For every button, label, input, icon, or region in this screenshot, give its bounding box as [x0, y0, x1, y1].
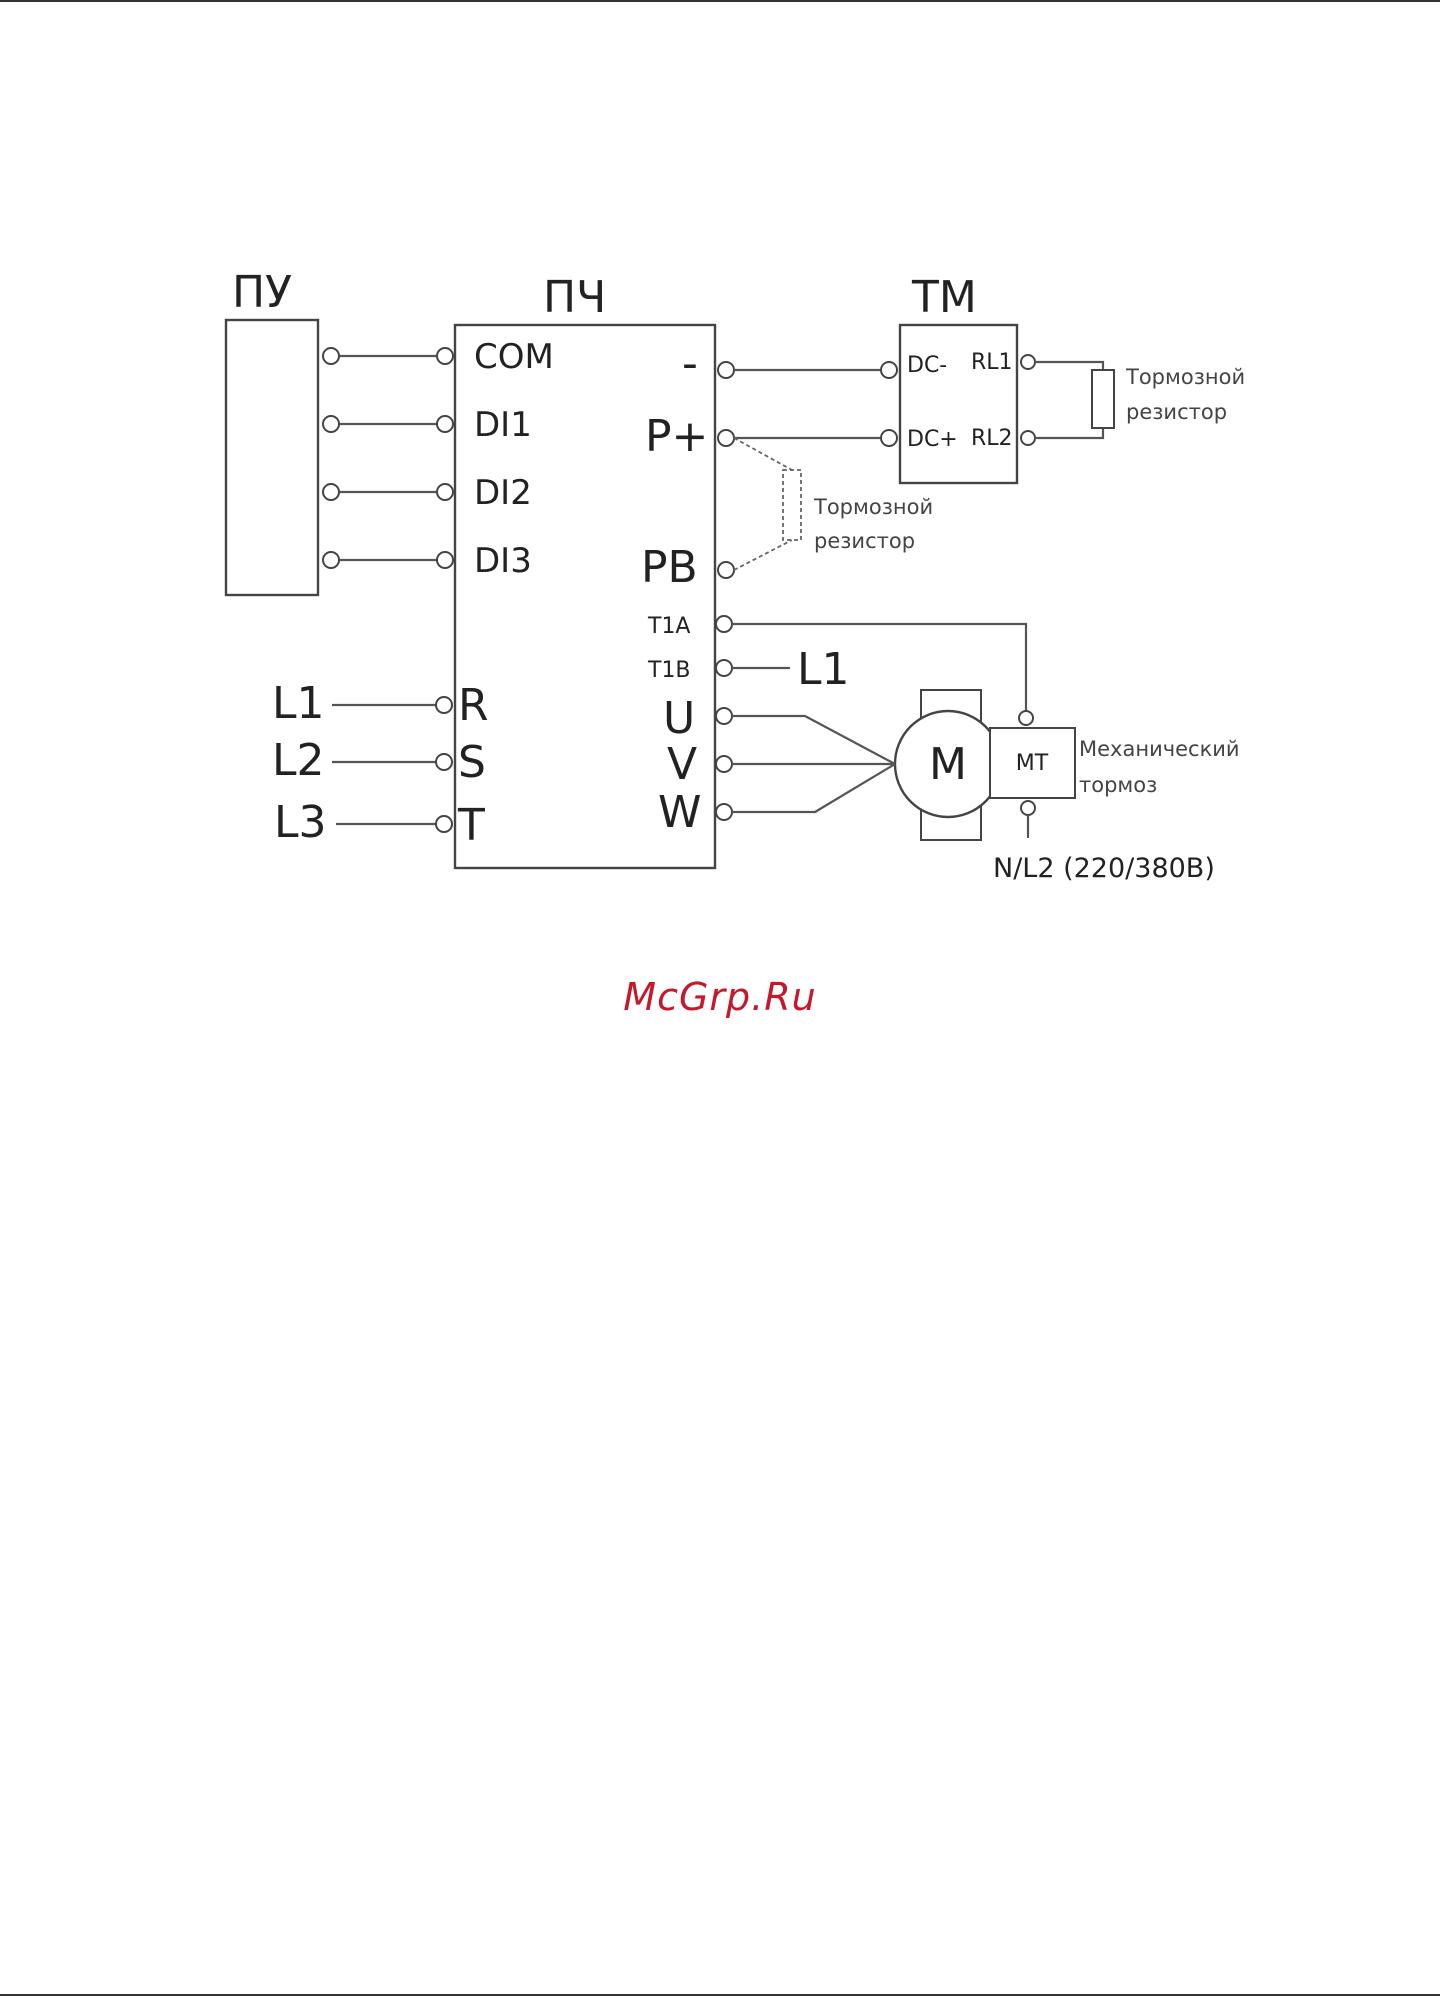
pin-t1a: T1A — [647, 614, 691, 639]
mt-terminal-bottom — [1021, 801, 1035, 815]
supply-l3-label: L3 — [274, 797, 327, 848]
tm-pin-rl2: RL2 — [971, 426, 1013, 451]
pin-pb: PB — [641, 542, 698, 593]
pch-terminal-com — [437, 348, 453, 364]
tm-terminal-rl2 — [1021, 431, 1035, 445]
pch-resistor-label-2: резистор — [814, 529, 915, 553]
pch-terminal-minus — [718, 362, 734, 378]
pin-minus: - — [682, 338, 698, 389]
pch-terminal-pb — [718, 562, 734, 578]
tm-terminal-rl1 — [1021, 355, 1035, 369]
wiring-diagram: ПУ ПЧ COM DI1 DI2 DI3 L1 L2 L3 R S T - P… — [0, 0, 1440, 1000]
pin-di3: DI3 — [474, 541, 532, 581]
pin-t: T — [457, 800, 485, 851]
pin-di2: DI2 — [474, 473, 532, 513]
watermark: McGrp.Ru — [0, 975, 1440, 1019]
tm-pin-dc-minus: DC- — [907, 353, 947, 378]
pu-terminal-2 — [323, 416, 339, 432]
dashed-wire-pb — [734, 540, 792, 570]
bottom-rule — [0, 1994, 1440, 1996]
dashed-wire-p-plus — [734, 438, 792, 470]
tm-label: ТМ — [911, 272, 977, 323]
mech-brake-label-2: тормоз — [1079, 773, 1157, 797]
tm-resistor-label-2: резистор — [1126, 400, 1227, 424]
pch-terminal-t — [436, 816, 452, 832]
tm-pin-dc-plus: DC+ — [907, 427, 958, 452]
supply-l2-label: L2 — [272, 735, 325, 786]
wire-rl1-resistor — [1035, 362, 1103, 370]
pin-r: R — [458, 680, 489, 731]
pch-terminal-p-plus — [718, 430, 734, 446]
pin-w: W — [658, 787, 702, 838]
tm-terminal-dc-plus — [881, 430, 897, 446]
pin-v: V — [667, 739, 697, 790]
pch-brake-resistor — [783, 470, 801, 540]
pin-t1b: T1B — [647, 658, 691, 683]
pu-terminal-3 — [323, 484, 339, 500]
pu-terminal-1 — [323, 348, 339, 364]
pch-terminal-r — [436, 697, 452, 713]
t1b-line-label: L1 — [797, 644, 850, 695]
pch-terminal-t1a — [716, 616, 732, 632]
pch-terminal-s — [436, 754, 452, 770]
wire-w-motor — [732, 764, 895, 812]
wire-u-motor — [732, 716, 895, 764]
pch-terminal-di3 — [437, 552, 453, 568]
mech-brake-label-1: Механический — [1079, 737, 1240, 761]
pch-label: ПЧ — [543, 272, 606, 323]
pch-terminal-di2 — [437, 484, 453, 500]
pch-terminal-w — [716, 804, 732, 820]
pu-label: ПУ — [232, 267, 292, 318]
tm-pin-rl1: RL1 — [971, 350, 1013, 375]
pu-block — [226, 320, 318, 595]
pch-resistor-label-1: Тормозной — [813, 495, 933, 519]
pin-s: S — [458, 737, 486, 788]
tm-brake-resistor — [1092, 370, 1114, 428]
pin-p-plus: P+ — [645, 411, 708, 462]
pch-terminal-u — [716, 708, 732, 724]
pu-terminal-4 — [323, 552, 339, 568]
pin-com: COM — [474, 337, 554, 377]
pin-u: U — [663, 693, 695, 744]
mech-brake-supply-label: N/L2 (220/380В) — [993, 853, 1215, 884]
tm-terminal-dc-minus — [881, 362, 897, 378]
mt-label: МТ — [1016, 751, 1049, 776]
pch-terminal-t1b — [716, 660, 732, 676]
supply-l1-label: L1 — [272, 678, 325, 729]
tm-block — [900, 325, 1017, 483]
pch-terminal-di1 — [437, 416, 453, 432]
wire-rl2-resistor — [1035, 428, 1103, 438]
motor-label: M — [929, 739, 967, 790]
mt-terminal-top — [1019, 711, 1033, 725]
tm-resistor-label-1: Тормозной — [1125, 365, 1245, 389]
pin-di1: DI1 — [474, 405, 532, 445]
pch-terminal-v — [716, 756, 732, 772]
